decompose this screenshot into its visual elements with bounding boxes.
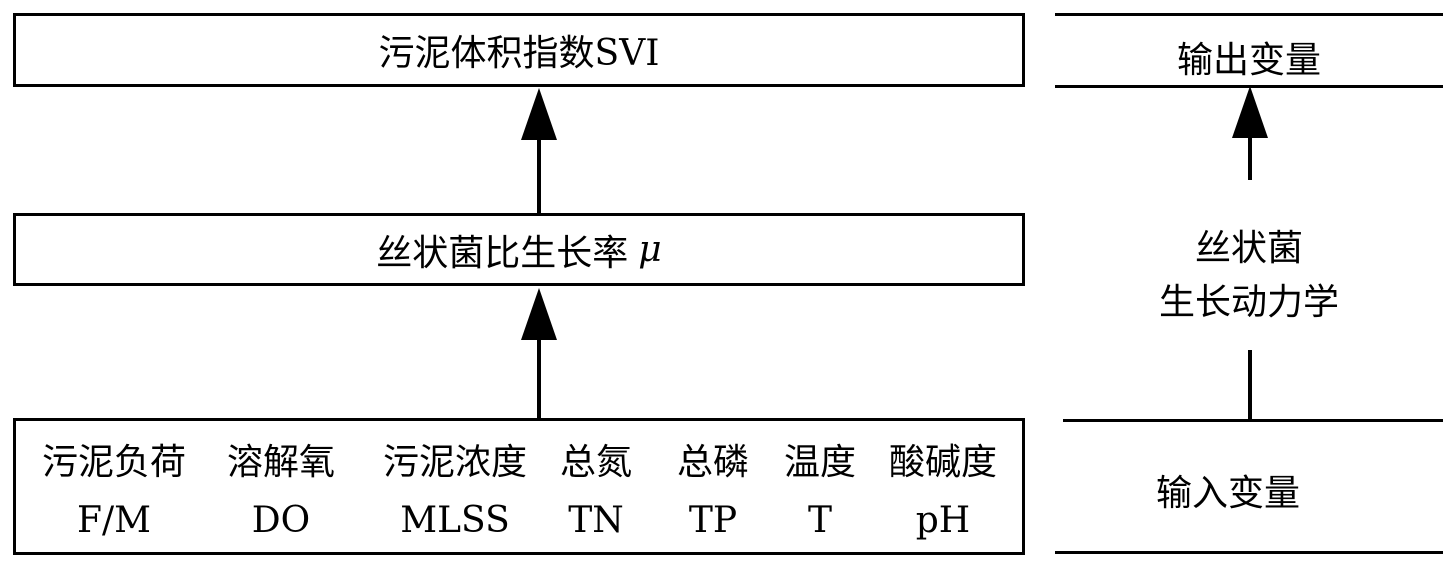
- input-var-name: 温度: [783, 442, 856, 483]
- input-var-do: 溶解氧 DO: [211, 434, 351, 550]
- input-var-name: 污泥负荷: [41, 442, 186, 483]
- mechanism-label-line2: 生长动力学: [1158, 282, 1339, 323]
- arrow-shaft-bottom-to-middle: [537, 332, 541, 418]
- input-var-ph: 酸碱度 pH: [878, 434, 1008, 550]
- svi-output-box: 污泥体积指数SVI: [13, 13, 1025, 87]
- input-var-name: 总磷: [676, 442, 749, 483]
- input-var-tn: 总氮 TN: [551, 434, 641, 550]
- growth-rate-text: 丝状菌比生长率: [376, 232, 629, 274]
- arrow-shaft-middle-to-top: [537, 130, 541, 213]
- legend-top-line: [1055, 13, 1443, 16]
- input-var-name: 总氮: [559, 442, 632, 483]
- legend-bottom-line: [1055, 551, 1443, 554]
- input-var-name: 溶解氧: [226, 442, 335, 483]
- output-variable-label: 输出变量: [1176, 40, 1321, 81]
- input-var-tp: 总磷 TP: [668, 434, 758, 550]
- input-variable-label: 输入变量: [1155, 473, 1300, 514]
- legend-lower-line: [1248, 350, 1252, 420]
- input-var-code: T: [807, 500, 832, 541]
- arrowhead-bottom-to-middle: [521, 288, 557, 340]
- input-var-name: 酸碱度: [888, 442, 997, 483]
- input-var-name: 污泥浓度: [382, 442, 527, 483]
- input-var-fm: 污泥负荷 F/M: [28, 434, 200, 550]
- input-var-code: TN: [568, 500, 624, 541]
- legend-arrowhead: [1232, 86, 1268, 138]
- legend-input-line: [1063, 419, 1443, 422]
- input-var-code: DO: [251, 500, 311, 541]
- mechanism-label-line1: 丝状菌: [1194, 228, 1303, 269]
- input-var-code: MLSS: [400, 500, 510, 541]
- legend-arrow-shaft: [1248, 128, 1252, 180]
- input-var-code: TP: [688, 500, 738, 541]
- input-var-code: F/M: [77, 500, 151, 541]
- input-var-mlss: 污泥浓度 MLSS: [367, 434, 543, 550]
- input-variables-box: 污泥负荷 F/M 溶解氧 DO 污泥浓度 MLSS 总氮 TN 总磷 TP 温度…: [13, 418, 1025, 555]
- mu-symbol: μ: [638, 229, 662, 270]
- input-var-t: 温度 T: [775, 434, 865, 550]
- svi-output-label: 污泥体积指数SVI: [378, 33, 660, 74]
- arrowhead-middle-to-top: [521, 88, 557, 140]
- input-var-code: pH: [915, 500, 971, 541]
